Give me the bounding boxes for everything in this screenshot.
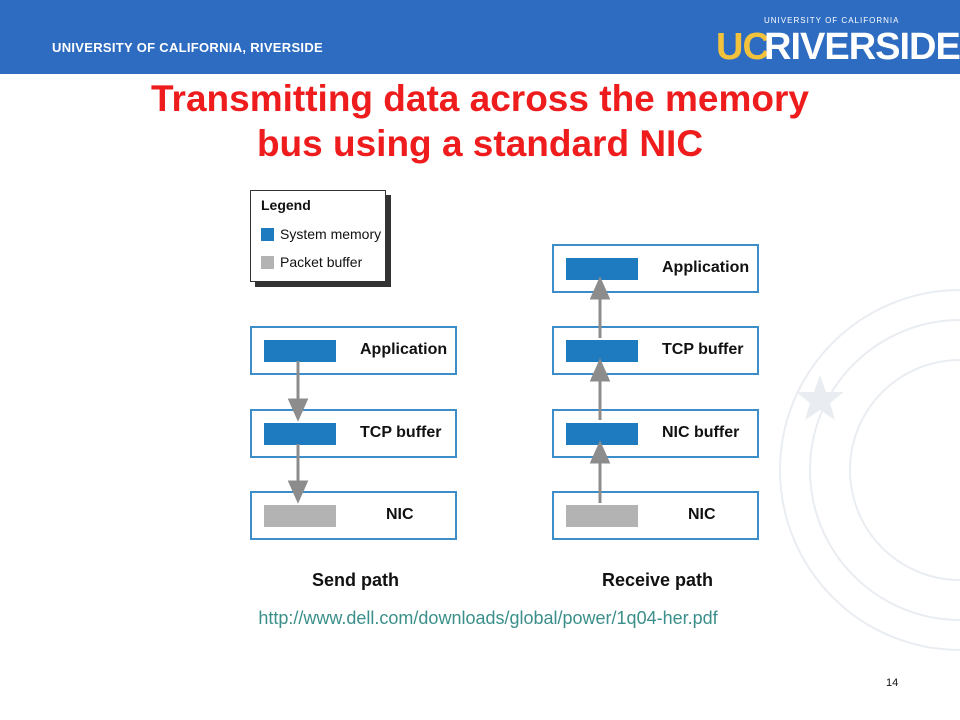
- legend-title: Legend: [261, 197, 311, 213]
- box-label: NIC: [688, 506, 716, 523]
- box-label: TCP buffer: [360, 424, 442, 441]
- logo-uc: UC: [716, 26, 770, 68]
- logo-subtitle: UNIVERSITY OF CALIFORNIA: [764, 16, 900, 25]
- legend-item-packet-buffer: Packet buffer: [261, 254, 362, 270]
- system-memory-block: [264, 423, 336, 445]
- receive-box-nic-buffer: NIC buffer: [552, 409, 759, 458]
- send-arrowhead-2: [287, 480, 309, 504]
- box-label: Application: [662, 259, 750, 276]
- legend-swatch-packet-buffer: [261, 256, 274, 269]
- receive-box-nic: NIC: [552, 491, 759, 540]
- receive-arrowhead-3: [589, 276, 611, 300]
- receive-arrowhead-1: [589, 440, 611, 464]
- send-path-label: Send path: [312, 570, 400, 590]
- system-memory-block: [566, 423, 638, 445]
- legend-item-system-memory: System memory: [261, 226, 381, 242]
- header-bar: UNIVERSITY OF CALIFORNIA, RIVERSIDE UNIV…: [0, 0, 960, 74]
- title-line-1: Transmitting data across the memory: [151, 78, 809, 119]
- system-memory-block: [264, 340, 336, 362]
- receive-arrowhead-2: [589, 358, 611, 382]
- system-memory-block: [566, 258, 638, 280]
- packet-buffer-block: [264, 505, 336, 527]
- packet-buffer-block: [566, 505, 638, 527]
- send-box-application: Application: [250, 326, 457, 375]
- receive-path-label: Receive path: [602, 570, 714, 590]
- institution-name: UNIVERSITY OF CALIFORNIA, RIVERSIDE: [52, 40, 324, 55]
- box-label: NIC buffer: [662, 424, 740, 441]
- receive-box-tcp-buffer: TCP buffer: [552, 326, 759, 375]
- send-box-nic: NIC: [250, 491, 457, 540]
- slide-title: Transmitting data across the memory bus …: [60, 76, 900, 166]
- title-line-2: bus using a standard NIC: [256, 123, 704, 164]
- send-arrowhead-1: [287, 398, 309, 422]
- box-label: NIC: [386, 506, 414, 523]
- receive-box-application: Application: [552, 244, 759, 293]
- legend: Legend System memory Packet buffer: [250, 190, 386, 282]
- system-memory-block: [566, 340, 638, 362]
- source-url[interactable]: http://www.dell.com/downloads/global/pow…: [258, 608, 718, 628]
- page-number: 14: [886, 677, 899, 689]
- logo-riverside: RIVERSIDE: [764, 26, 960, 68]
- send-box-tcp-buffer: TCP buffer: [250, 409, 457, 458]
- legend-swatch-system-memory: [261, 228, 274, 241]
- box-label: TCP buffer: [662, 341, 744, 358]
- ucr-logo: UNIVERSITY OF CALIFORNIA UC RIVERSIDE: [716, 12, 960, 68]
- legend-label: Packet buffer: [280, 254, 363, 270]
- box-label: Application: [360, 341, 448, 358]
- legend-label: System memory: [280, 226, 382, 242]
